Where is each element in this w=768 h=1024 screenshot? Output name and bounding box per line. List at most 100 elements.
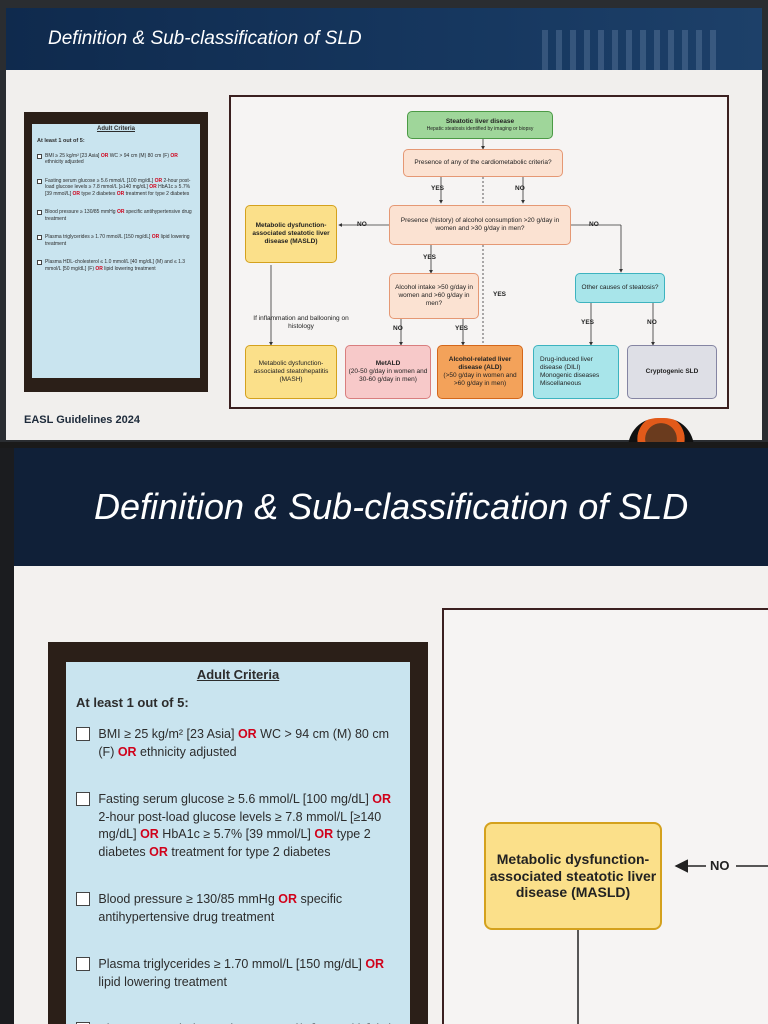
zoomed-slide-title: Definition & Sub-classification of SLD: [94, 486, 689, 527]
zoomed-slide-body: Adult Criteria At least 1 out of 5: BMI …: [14, 566, 768, 1024]
criterion-fragment: treatment for type 2 diabetes: [124, 190, 190, 197]
criterion-4: Plasma triglycerides ≥ 1.70 mmol/L [150 …: [37, 234, 195, 247]
checkbox-icon[interactable]: [76, 957, 90, 972]
label-no-other: NO: [647, 319, 657, 326]
zoomed-criteria-card: Adult Criteria At least 1 out of 5: BMI …: [48, 642, 428, 1024]
or-keyword: OR: [151, 234, 160, 241]
criterion-fragment: ethnicity adjusted: [136, 744, 237, 759]
criterion-fragment: BMI ≥ 25 kg/m² [23 Asia]: [45, 152, 101, 159]
other-cause-item: Monogenic diseases: [540, 372, 600, 379]
criterion-fragment: Blood pressure ≥ 130/85 mmHg: [45, 209, 117, 216]
or-keyword: OR: [116, 190, 125, 197]
node-masld: Metabolic dysfunction-associated steatot…: [245, 205, 337, 263]
node-ald: Alcohol-related liver disease (ALD) (>50…: [437, 345, 523, 399]
criterion-fragment: HbA1c ≥ 5.7% [39 mmol/L]: [45, 184, 191, 197]
checkbox-icon[interactable]: [37, 235, 42, 241]
label-yes-alcohol: YES: [423, 254, 437, 261]
criterion-fragment: treatment for type 2 diabetes: [167, 844, 331, 859]
label-no-cardio: NO: [515, 185, 525, 192]
other-cause-item: Drug-induced liver disease (DILI): [540, 356, 593, 372]
zoomed-criteria-subheading: At least 1 out of 5:: [76, 695, 189, 711]
node-cryptogenic: Cryptogenic SLD: [627, 345, 717, 399]
other-cause-item: Miscellaneous: [540, 379, 582, 387]
or-keyword: OR: [237, 727, 257, 742]
criterion-fragment: BMI ≥ 25 kg/m² [23 Asia]: [98, 727, 238, 742]
label-yes-dashed: YES: [493, 291, 507, 298]
inflammation-note: If inflammation and ballooning on histol…: [253, 315, 349, 330]
or-keyword: OR: [140, 827, 159, 842]
checkbox-icon[interactable]: [76, 1022, 90, 1024]
checkbox-icon[interactable]: [76, 792, 90, 807]
slide-top: Definition & Sub-classification of SLD A…: [6, 8, 762, 440]
criterion-fragment: ethnicity adjusted: [45, 159, 84, 166]
criterion-text: Blood pressure ≥ 130/85 mmHg OR specific…: [98, 891, 400, 926]
label-yes-other: YES: [581, 319, 595, 326]
zoomed-criteria-heading: Adult Criteria: [196, 667, 280, 682]
criterion-fragment: Blood pressure ≥ 130/85 mmHg: [98, 892, 279, 907]
criterion-fragment: type 2 diabetes: [80, 190, 117, 197]
or-keyword: OR: [149, 844, 168, 859]
or-keyword: OR: [170, 152, 178, 159]
or-keyword: OR: [149, 184, 157, 191]
zoomed-label-no: NO: [710, 858, 730, 873]
zoomed-node-masld: Metabolic dysfunction-associated steatot…: [484, 822, 662, 930]
zoomed-criteria-list: BMI ≥ 25 kg/m² [23 Asia] OR WC > 94 cm (…: [76, 726, 400, 1024]
or-keyword: OR: [100, 152, 109, 159]
cryptogenic-label: Cryptogenic SLD: [645, 368, 699, 376]
label-yes-cardio: YES: [431, 185, 445, 192]
checkbox-icon[interactable]: [37, 260, 42, 266]
criteria-heading: Adult Criteria: [96, 126, 135, 132]
node-mash: Metabolic dysfunction-associated steatoh…: [245, 345, 337, 399]
zoomed-criterion-2: Fasting serum glucose ≥ 5.6 mmol/L [100 …: [76, 791, 400, 861]
checkbox-icon[interactable]: [37, 210, 42, 216]
slide-footer: EASL Guidelines 2024: [24, 414, 140, 426]
intake-question: Alcohol intake >50 g/day in women and >6…: [395, 284, 473, 307]
checkbox-icon[interactable]: [76, 892, 90, 907]
criterion-fragment: specific antihypertensive drug treatment: [45, 209, 192, 222]
zoomed-criterion-1: BMI ≥ 25 kg/m² [23 Asia] OR WC > 94 cm (…: [76, 726, 400, 761]
other-causes-question: Other causes of steatosis?: [581, 284, 659, 292]
criterion-fragment: Fasting serum glucose ≥ 5.6 mmol/L [100 …: [98, 792, 373, 807]
criterion-fragment: type 2 diabetes: [98, 827, 371, 859]
zoomed-criterion-4: Plasma triglycerides ≥ 1.70 mmol/L [150 …: [76, 956, 400, 991]
criterion-fragment: Fasting serum glucose ≥ 5.6 mmol/L [100 …: [45, 177, 155, 184]
ald-title: Alcohol-related liver disease (ALD): [448, 356, 512, 372]
flowchart: Steatotic liver disease Hepatic steatosi…: [229, 95, 729, 409]
criterion-fragment: Plasma triglycerides ≥ 1.70 mmol/L [150 …: [45, 234, 152, 241]
skyline-decoration: [542, 30, 722, 70]
criterion-fragment: specific antihypertensive drug treatment: [98, 892, 343, 924]
bottom-photo: Definition & Sub-classification of SLD A…: [0, 448, 768, 1024]
criterion-text: Plasma triglycerides ≥ 1.70 mmol/L [150 …: [98, 956, 400, 991]
checkbox-icon[interactable]: [37, 153, 42, 159]
or-keyword: OR: [314, 827, 334, 842]
mash-label: Metabolic dysfunction-associated steatoh…: [253, 360, 329, 383]
node-other-causes-question: Other causes of steatosis?: [575, 273, 665, 303]
criterion-text: Plasma HDL-cholesterol ≤ 1.0 mmol/L [40 …: [98, 1021, 400, 1024]
criterion-fragment: lipid lowering treatment: [45, 234, 190, 247]
alcohol-question: Presence (history) of alcohol consumptio…: [400, 217, 560, 232]
checkbox-icon[interactable]: [37, 178, 42, 184]
criterion-fragment: 2-hour post-load glucose levels ≥ 7.8 mm…: [98, 809, 382, 842]
criterion-text: BMI ≥ 25 kg/m² [23 Asia] OR WC > 94 cm (…: [98, 726, 400, 761]
or-keyword: OR: [278, 892, 298, 907]
criterion-fragment: HbA1c ≥ 5.7% [39 mmol/L]: [158, 827, 315, 842]
checkbox-icon[interactable]: [76, 727, 90, 742]
zoomed-slide-header: Definition & Sub-classification of SLD: [14, 448, 768, 566]
ald-subtitle: (>50 g/day in women and >60 g/day in men…: [443, 372, 517, 387]
sld-title: Steatotic liver disease: [445, 118, 515, 126]
or-keyword: OR: [365, 957, 385, 972]
criteria-subheading: At least 1 out of 5:: [37, 137, 85, 144]
slide-title: Definition & Sub-classification of SLD: [48, 28, 362, 49]
criterion-text: Plasma triglycerides ≥ 1.70 mmol/L [150 …: [45, 234, 195, 247]
node-alcohol-question: Presence (history) of alcohol consumptio…: [389, 205, 571, 245]
or-keyword: OR: [72, 190, 81, 197]
slide-header: Definition & Sub-classification of SLD: [6, 8, 762, 70]
criteria-list: BMI ≥ 25 kg/m² [23 Asia] OR WC > 94 cm (…: [37, 153, 195, 273]
or-keyword: OR: [154, 177, 163, 184]
or-keyword: OR: [116, 209, 125, 216]
zoomed-masld-label: Metabolic dysfunction-associated steatot…: [489, 850, 657, 901]
criterion-text: Fasting serum glucose ≥ 5.6 mmol/L [100 …: [98, 791, 400, 861]
criterion-fragment: 2-hour post-load glucose levels ≥ 7.8 mm…: [45, 177, 191, 191]
criterion-fragment: Plasma HDL-cholesterol ≤ 1.0 mmol/L [40 …: [98, 1022, 393, 1024]
label-no-alcohol-left: NO: [357, 221, 367, 228]
